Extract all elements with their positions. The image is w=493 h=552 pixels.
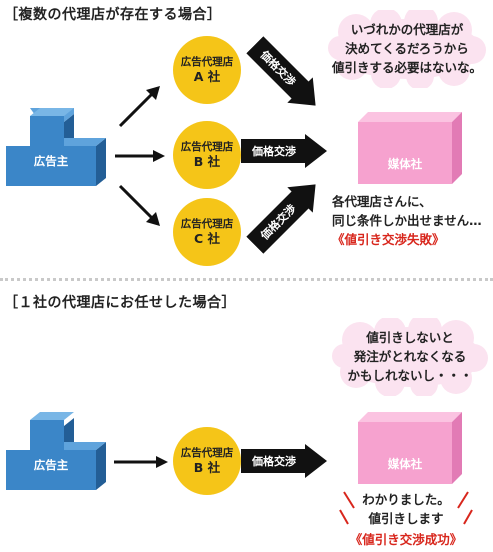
cloud-text-2: 値引きしないと 発注がとれなくなる かもしれないし・・・ (330, 328, 490, 385)
agency2-line1: 広告代理店 (180, 446, 234, 459)
advertiser-block-2: 広告主 (6, 412, 108, 490)
negotiation-2-label: 価格交渉 (252, 455, 296, 468)
section-divider (0, 278, 493, 281)
note2-line-1: わかりました。 (362, 492, 450, 507)
arrow-to-agency-a (118, 90, 156, 128)
agency-a-circle: 広告代理店 A 社 (173, 36, 241, 104)
advertiser-shape-2 (6, 412, 106, 490)
negotiation-arrow-b: 価格交渉 (241, 134, 327, 168)
section2-title: ［１社の代理店にお任せした場合］ (4, 295, 236, 311)
result-failure: 《値引き交渉失敗》 (332, 232, 445, 247)
cloud2-line-3: かもしれないし・・・ (347, 368, 473, 383)
advertiser-block: 広告主 (6, 108, 108, 186)
agency-a-line2: A 社 (193, 68, 221, 84)
emphasis-marks (339, 491, 473, 525)
media-shape (358, 112, 462, 184)
cloud-line-2: 決めてくるだろうから (345, 41, 469, 56)
agency2-line2: B 社 (193, 459, 221, 475)
media-reply-note-2: わかりました。 値引きします (356, 490, 456, 528)
advertiser-to-agency-arrows (115, 86, 165, 226)
note2-line-2: 値引きします (368, 511, 444, 526)
media-shape-2 (358, 412, 462, 484)
cloud2-line-1: 値引きしないと (366, 330, 454, 345)
result-success: 《値引き交渉成功》 (349, 532, 463, 547)
agency-b-line2: B 社 (193, 153, 221, 169)
negotiation-b-label: 価格交渉 (252, 145, 296, 158)
arrow-to-agency-c (118, 184, 156, 222)
agency-b-circle-2: 広告代理店 B 社 (173, 427, 241, 495)
negotiation-arrow-2: 価格交渉 (241, 444, 327, 478)
agency-c-circle: 広告代理店 C 社 (173, 198, 241, 266)
note-line-1: 各代理店さんに、 (332, 194, 432, 209)
cloud-text: いづれかの代理店が 決めてくるだろうから 値引きする必要はないな。 (326, 20, 488, 77)
cloud2-line-2: 発注がとれなくなる (353, 349, 467, 364)
note-line-2: 同じ条件しか出せません… (332, 213, 482, 228)
media-block: 媒体社 (358, 112, 462, 184)
media-label: 媒体社 (387, 157, 423, 171)
media-block-2: 媒体社 (358, 412, 462, 484)
negotiation-arrow-c: 価格交渉 (242, 172, 328, 258)
advertiser-to-agency-arrow-2 (114, 456, 168, 468)
media-thought-cloud-2: 値引きしないと 発注がとれなくなる かもしれないし・・・ (330, 313, 490, 398)
media-label-2: 媒体社 (387, 457, 423, 471)
agency-b-circle: 広告代理店 B 社 (173, 121, 241, 189)
advertiser-label-2: 広告主 (33, 458, 69, 472)
cloud-line-1: いづれかの代理店が (350, 22, 464, 37)
agency-c-line1: 広告代理店 (180, 217, 234, 230)
negotiation-arrow-a: 価格交渉 (242, 32, 328, 118)
media-reply-note: 各代理店さんに、 同じ条件しか出せません… 《値引き交渉失敗》 (332, 192, 482, 249)
section1-title: ［複数の代理店が存在する場合］ (4, 7, 222, 23)
agency-c-line2: C 社 (193, 230, 221, 246)
agency-b-line1: 広告代理店 (180, 140, 234, 153)
agency-a-line1: 広告代理店 (180, 55, 234, 68)
advertiser-shape (6, 108, 106, 186)
cloud-line-3: 値引きする必要はないな。 (331, 60, 482, 75)
media-thought-cloud: いづれかの代理店が 決めてくるだろうから 値引きする必要はないな。 (326, 5, 488, 90)
advertiser-label: 広告主 (33, 154, 69, 168)
